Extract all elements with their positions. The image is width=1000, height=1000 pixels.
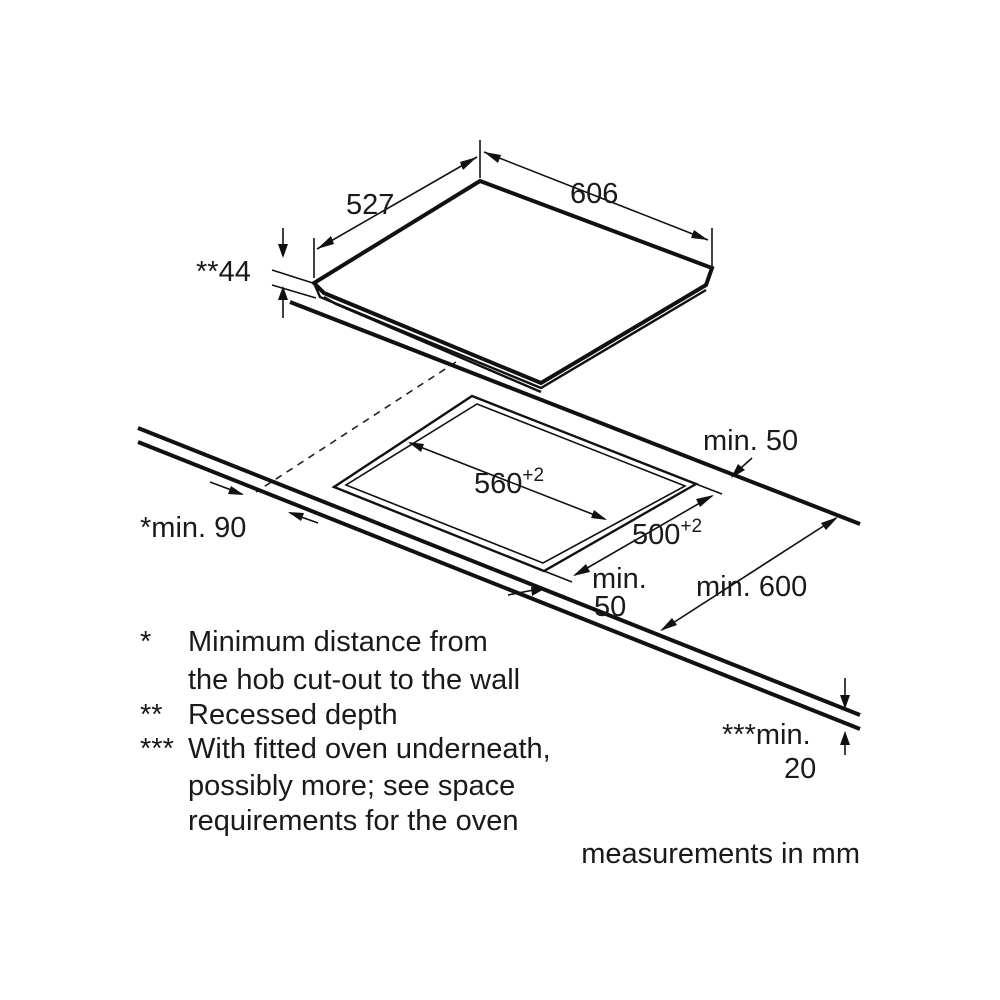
- dimension-line: [574, 495, 713, 576]
- dim-cutout-depth: [543, 483, 723, 583]
- note-marker: **: [140, 699, 163, 731]
- dim-cutout-width: [408, 442, 607, 520]
- note-marker: *: [140, 626, 151, 658]
- label-min-wall: *min. 90: [140, 512, 246, 544]
- arrowhead: [484, 152, 501, 163]
- dimension-line: [483, 151, 709, 241]
- dimension-line: [661, 517, 837, 631]
- arrowhead: [731, 464, 745, 478]
- arrowhead: [840, 731, 850, 745]
- note-line: Recessed depth: [188, 699, 398, 731]
- worktop-front-edge-lower: [137, 440, 861, 731]
- label-min-front-line1: min.: [592, 563, 647, 595]
- arrowhead: [460, 157, 477, 170]
- label-worktop-depth: min. 600: [696, 571, 807, 603]
- note-line: With fitted oven underneath,: [188, 733, 551, 765]
- extension-line: [543, 570, 573, 583]
- arrowhead: [591, 510, 607, 520]
- units-note: measurements in mm: [581, 838, 860, 870]
- dimension-line: [316, 156, 478, 250]
- arrowhead: [821, 517, 838, 530]
- worktop: [137, 300, 861, 731]
- dim-min-wall: [209, 481, 319, 524]
- label-bottom-clearance-line2: 20: [784, 753, 816, 785]
- dim-hob-depth: [313, 140, 481, 278]
- arrowhead: [408, 442, 424, 452]
- notes: * Minimum distance from the hob cut-out …: [140, 626, 551, 837]
- arrowhead: [278, 286, 288, 300]
- arrowhead: [288, 512, 304, 521]
- label-min-rear: min. 50: [703, 425, 798, 457]
- hob-recess-lower: [323, 295, 542, 394]
- dim-min-rear: [731, 457, 753, 478]
- dim-min-front: [507, 587, 546, 596]
- dim-recess-depth: [271, 228, 317, 318]
- hob-edge: [312, 282, 707, 390]
- dim-bottom-clearance: [840, 678, 850, 755]
- note-marker: ***: [140, 733, 174, 765]
- worktop-rear-edge: [289, 300, 861, 526]
- dimension-line: [409, 442, 606, 520]
- label-hob-width: 606: [570, 178, 618, 210]
- arrowhead: [660, 618, 677, 631]
- label-bottom-clearance-line1: ***min.: [722, 719, 811, 751]
- label-hob-depth: 527: [346, 189, 394, 221]
- extension-line: [695, 483, 723, 495]
- arrowhead: [228, 486, 244, 495]
- arrowhead: [573, 564, 590, 576]
- extension-line: [271, 269, 317, 285]
- note-line: possibly more; see space: [188, 770, 515, 802]
- extension-line: [271, 284, 317, 299]
- label-min-front-line2: 50: [594, 591, 626, 623]
- arrowhead: [317, 236, 334, 249]
- note-line: requirements for the oven: [188, 805, 518, 837]
- arrowhead: [691, 230, 708, 240]
- arrowhead: [696, 495, 714, 507]
- arrowhead: [278, 244, 288, 258]
- label-cutout-depth: 500+2: [632, 516, 702, 551]
- cutout-inner: [344, 403, 687, 564]
- projection-line: [255, 361, 457, 493]
- label-cutout-width: 560+2: [474, 465, 544, 500]
- note-line: Minimum distance from: [188, 626, 488, 658]
- arrowhead: [531, 587, 546, 596]
- worktop-front-edge-upper: [137, 426, 861, 717]
- label-recess-depth: **44: [196, 256, 251, 288]
- arrowhead: [840, 695, 850, 709]
- note-line: the hob cut-out to the wall: [188, 664, 520, 696]
- dim-worktop-depth: [660, 517, 838, 631]
- dim-hob-width: [483, 151, 713, 268]
